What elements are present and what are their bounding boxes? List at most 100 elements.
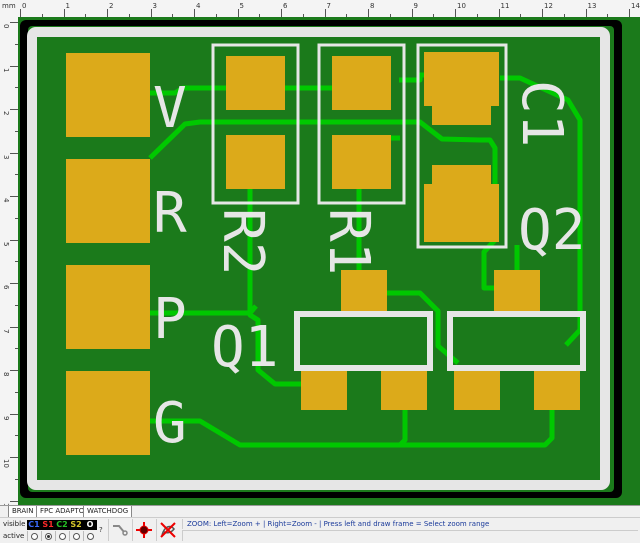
ruler-tick (324, 9, 326, 17)
active-radio-o[interactable] (83, 531, 97, 541)
ruler-tick (281, 9, 282, 17)
r1-silkscreen (317, 43, 406, 205)
active-radio-c1[interactable] (27, 531, 41, 541)
ruler-tick (15, 261, 18, 263)
layer-s1-toggle[interactable]: S1 (42, 520, 54, 529)
ruler-tick (63, 9, 65, 17)
ruler-tick (15, 87, 18, 89)
c1-silkscreen (416, 43, 508, 249)
trace-g (150, 410, 408, 448)
ruler-top-label: 14 (631, 2, 640, 10)
ruler-top-label: 2 (109, 2, 114, 10)
ruler-tick (41, 14, 43, 17)
ruler-left-label: 0 (2, 24, 10, 29)
pcb-canvas[interactable]: V R P G Q1 Q2 R2 R1 C1 (18, 17, 640, 505)
r1-pad-1 (332, 56, 391, 110)
layer-o-toggle[interactable]: O (86, 520, 94, 529)
ruler-left-label: 10 (2, 459, 10, 468)
ruler-top-label: 1 (65, 2, 70, 10)
ruler-tick (20, 9, 21, 17)
track-tool-button[interactable] (108, 519, 131, 541)
ruler-tick (237, 9, 239, 17)
ruler-tick (15, 435, 18, 437)
ruler-top-label: 13 (587, 2, 597, 10)
label-q2: Q2 (518, 198, 585, 263)
pcb-layout[interactable]: V R P G Q1 Q2 R2 R1 C1 (18, 17, 640, 505)
q1-pad-emitter (381, 370, 427, 410)
c1-pad-1 (424, 52, 499, 125)
ruler-left-label: 9 (2, 415, 10, 420)
ruler-tick (15, 348, 18, 350)
trace-p (150, 304, 258, 316)
ruler-tick (10, 65, 18, 67)
ruler-tick (10, 370, 18, 371)
q1-pad-collector (341, 270, 387, 314)
ruler-top-label: 7 (326, 2, 331, 10)
c1-pad-2 (424, 165, 499, 242)
layer-c2-toggle[interactable]: C2 (56, 520, 68, 529)
ruler-left-label: 6 (2, 285, 10, 290)
layer-toolbar: visible active C1 S1 C2 S2 O ? ZOOM: Lef… (0, 517, 640, 543)
ruler-left-label: 3 (2, 154, 10, 159)
active-layer-radios (27, 531, 97, 541)
ruler-tick (215, 14, 217, 17)
label-q1: Q1 (211, 315, 278, 380)
ruler-left-label: 2 (2, 111, 10, 116)
ruler-left-label: 7 (2, 328, 10, 333)
ruler-tick (498, 9, 500, 17)
active-radio-s2[interactable] (69, 531, 83, 541)
label-g: G (153, 391, 187, 456)
ruler-top-label: 11 (500, 2, 510, 10)
label-c1: C1 (509, 80, 574, 147)
ruler-tick (15, 478, 18, 480)
ruler-tick (629, 9, 630, 17)
q1-silkscreen (294, 311, 433, 371)
ruler-left-label: 1 (2, 67, 10, 72)
r2-pad-1 (226, 56, 285, 110)
ruler-unit: mm (2, 2, 16, 10)
r1-pad-2 (332, 135, 391, 189)
ruler-tick (107, 9, 108, 17)
ruler-top-label: 8 (370, 2, 375, 10)
no-ratsnest-icon (160, 522, 176, 538)
crosshair-icon (136, 522, 152, 538)
ruler-tick (10, 413, 18, 415)
ruler-tick (150, 9, 152, 17)
active-radio-c2[interactable] (55, 531, 69, 541)
visible-label: visible (3, 520, 26, 528)
ruler-top-label: 4 (196, 2, 201, 10)
q2-pad-collector (494, 270, 540, 314)
pad-p (66, 265, 150, 349)
ruler-tick (346, 14, 348, 17)
ruler-tick (10, 326, 18, 328)
layer-s2-toggle[interactable]: S2 (70, 520, 82, 529)
ruler-tick (15, 43, 18, 45)
ruler-top-label: 12 (544, 2, 553, 10)
pad-r (66, 159, 150, 243)
ruler-tick (85, 14, 87, 17)
ruler-tick (10, 283, 18, 284)
ruler-tick (128, 14, 130, 17)
r2-pad-2 (226, 135, 285, 189)
q2-pad-base (454, 370, 500, 410)
ruler-tick (411, 9, 413, 17)
ruler-tick (389, 14, 391, 17)
connector-pads (66, 53, 150, 455)
ruler-tick (368, 9, 369, 17)
ruler-tick (259, 14, 261, 17)
layer-c1-toggle[interactable]: C1 (28, 520, 40, 529)
active-radio-s1[interactable] (41, 531, 55, 541)
help-button[interactable]: ? (99, 526, 103, 534)
crosshair-tool-button[interactable] (132, 519, 155, 541)
status-bar-secondary (182, 530, 638, 541)
trace-r2-q1 (247, 180, 305, 387)
label-p: P (153, 287, 187, 352)
ruler-tick (15, 391, 18, 393)
trace-g-q2 (400, 410, 555, 448)
pad-g (66, 371, 150, 455)
ruler-top-label: 0 (22, 2, 27, 10)
trace-r-mid (148, 119, 498, 230)
ruler-tick (10, 22, 18, 23)
ratsnest-tool-button[interactable] (156, 519, 179, 541)
